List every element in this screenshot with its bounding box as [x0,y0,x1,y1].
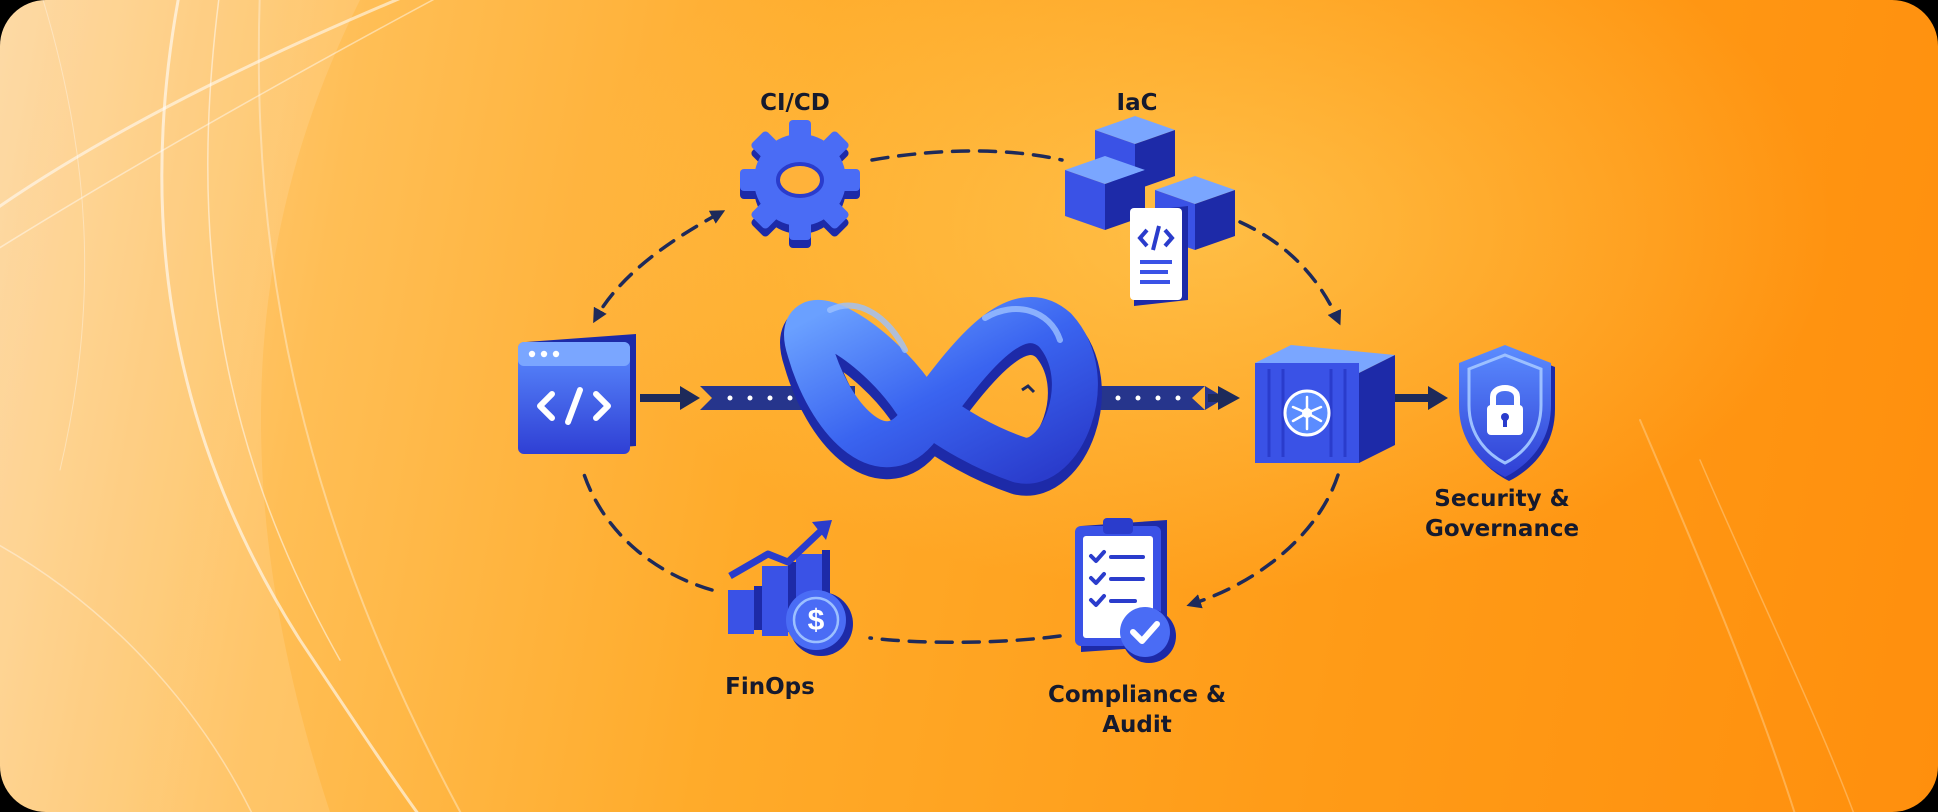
growth-chart-dollar-icon: $ [728,520,853,656]
label-cicd: CI/CD [760,90,830,116]
shield-lock-icon [1459,345,1555,481]
connector-finops-code [580,466,714,592]
infinity-loop-icon [780,297,1102,496]
kubernetes-container-icon [1255,345,1395,463]
connector-cicd-iac [870,149,1064,162]
connector-iac-container [1238,220,1342,326]
cubes-code-document-icon [1065,116,1235,306]
label-iac: IaC [1116,90,1158,116]
gear-icon [740,120,860,248]
code-window-icon [518,334,636,454]
label-security-governance: Security & Governance [1424,486,1580,542]
pipeline-bar-right [1095,386,1205,410]
svg-text:$: $ [808,604,825,637]
label-finops: FinOps [725,674,815,700]
connector-compliance-finops [868,634,1062,645]
connector-container-compliance [1186,473,1340,609]
pipeline-arrows [640,386,1448,410]
checklist-clipboard-icon [1075,518,1176,663]
label-compliance-audit: Compliance & Audit [1047,682,1227,738]
connector-cicd-code [593,210,726,324]
cycle-connectors [580,149,1342,645]
